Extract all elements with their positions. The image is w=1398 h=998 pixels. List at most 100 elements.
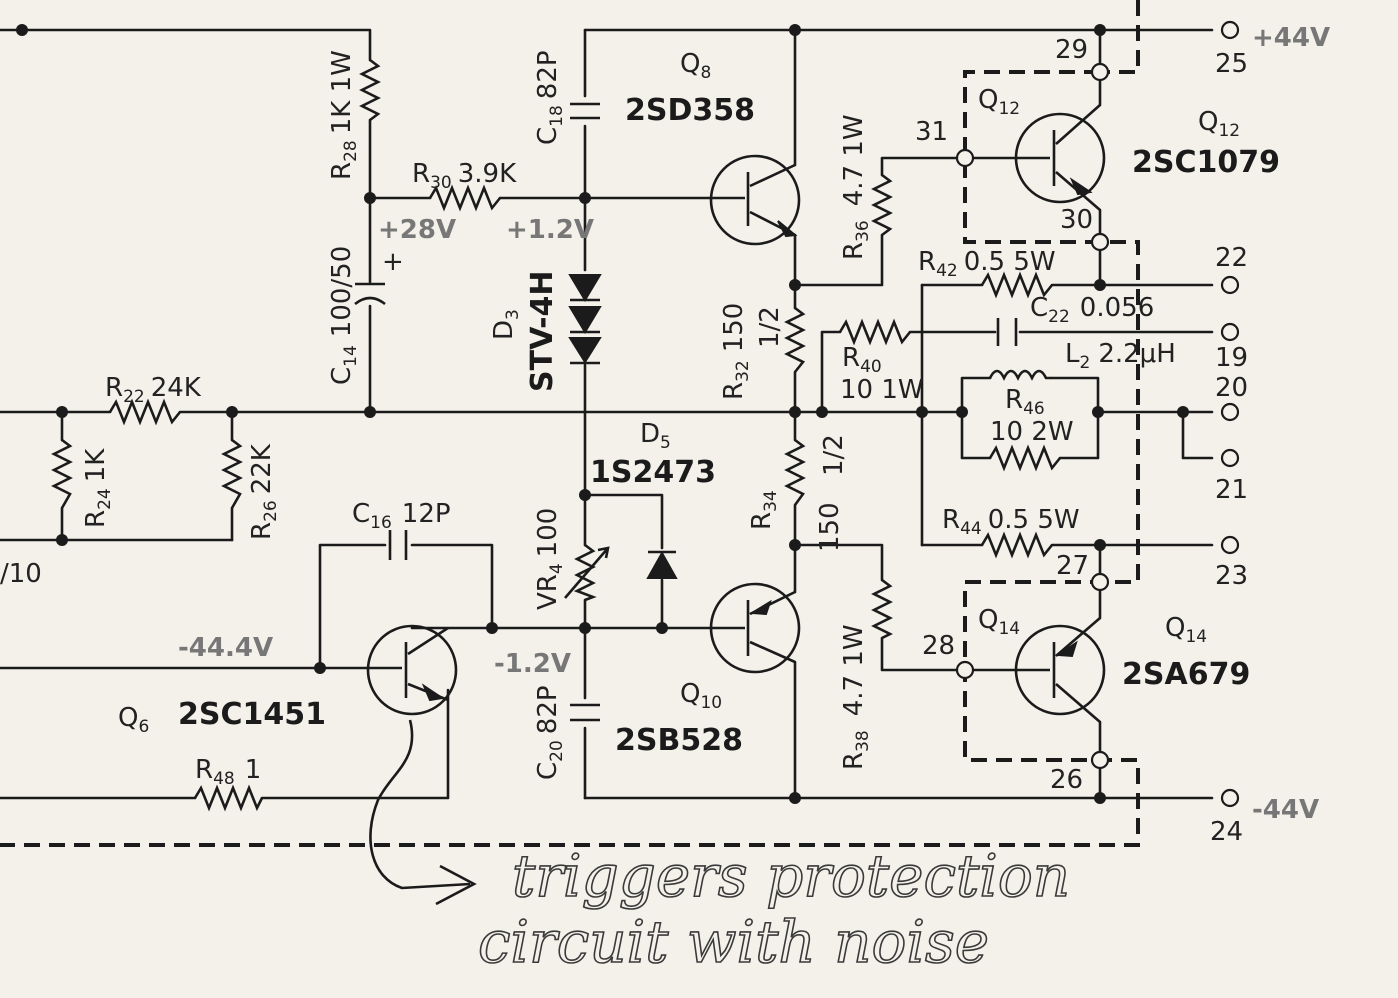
r34-value: 150 — [815, 502, 845, 552]
r34-watt: 1/2 — [819, 434, 849, 476]
r30-symbol — [428, 184, 502, 212]
transistor-labels: Q8 2SD358 Q10 2SB528 Q12 Q12 2SC1079 Q14… — [118, 49, 1280, 758]
r26-label: R2622K — [247, 443, 281, 540]
c18-label: C1882P — [533, 50, 567, 145]
terminal-21: 21 — [1215, 475, 1248, 505]
annotation-line-2: circuit with noise — [478, 908, 989, 976]
rail-labels: +44V -44V — [1252, 23, 1330, 825]
v44-4n-label: -44.4V — [178, 633, 273, 663]
r24-symbol — [51, 438, 73, 509]
r40-name: R40 — [842, 343, 882, 377]
node-28: 28 — [922, 631, 955, 661]
r40-value: 10 1W — [840, 375, 924, 405]
node-29: 29 — [1055, 35, 1088, 65]
q12-transistor-symbol — [965, 104, 1106, 211]
terminal-23: 23 — [1215, 561, 1248, 591]
c14-symbol — [354, 282, 386, 306]
d5-name: D5 — [640, 419, 671, 453]
q12-part: 2SC1079 — [1132, 145, 1280, 180]
r36-symbol — [871, 173, 893, 237]
node-31: 31 — [915, 117, 948, 147]
terminal-22: 22 — [1215, 243, 1248, 273]
r42-symbol — [980, 271, 1054, 299]
q6-label: Q6 — [118, 703, 149, 737]
c22-symbol — [996, 318, 1018, 346]
q6-transistor-symbol — [366, 624, 458, 716]
q8-transistor-symbol — [709, 154, 801, 246]
r34-label: R34 — [747, 490, 781, 530]
l2-inductor-symbol — [988, 369, 1052, 381]
c18-symbol — [570, 102, 600, 120]
r28-label: R281K 1W — [327, 50, 361, 180]
r48-symbol — [193, 784, 264, 812]
q8-label: Q8 — [680, 49, 711, 83]
d5-part: 1S2473 — [590, 455, 716, 490]
vr4-symbol — [573, 543, 597, 602]
q8-part: 2SD358 — [625, 93, 755, 128]
terminal-20: 20 — [1215, 373, 1248, 403]
junction-dots — [16, 24, 1189, 804]
r38-symbol — [871, 578, 893, 640]
q10-label: Q10 — [680, 679, 722, 713]
q14-transistor-symbol — [965, 617, 1106, 723]
d3-name: D3 — [489, 309, 523, 340]
v1-2p-label: +1.2V — [506, 215, 594, 245]
terminal-24: 24 — [1210, 817, 1243, 847]
q14-part: 2SA679 — [1122, 657, 1250, 692]
d3-diode-stack — [568, 274, 602, 365]
r26-symbol — [221, 438, 243, 509]
r34-symbol — [784, 438, 806, 506]
r36-label: R364.7 1W — [839, 114, 873, 260]
node-26: 26 — [1050, 765, 1083, 795]
q14-box-label: Q14 — [978, 605, 1020, 639]
q10-transistor-symbol — [709, 582, 801, 674]
vr4-arrow — [564, 546, 610, 599]
c20-label: C2082P — [533, 685, 567, 780]
q14-label: Q14 — [1165, 613, 1207, 647]
r22-symbol — [108, 398, 182, 426]
r32-label: R32150 — [719, 303, 753, 400]
annotation-arrow-stroke — [369, 719, 471, 890]
q6-part: 2SC1451 — [178, 697, 326, 732]
c20-symbol — [570, 703, 600, 722]
c16-symbol — [388, 530, 408, 560]
node-30: 30 — [1060, 205, 1093, 235]
q12-box-label: Q12 — [978, 85, 1020, 119]
neg-rail-label: -44V — [1252, 795, 1319, 825]
v1-2n-label: -1.2V — [494, 649, 571, 679]
r44-symbol — [980, 531, 1054, 559]
v28-label: +28V — [378, 215, 456, 245]
capacitor-symbols — [354, 102, 1018, 722]
wires — [0, 28, 1214, 800]
terminal-25: 25 — [1215, 49, 1248, 79]
output-module-boundary — [0, 0, 1140, 847]
q12-label: Q12 — [1198, 107, 1240, 141]
r46-name: R46 — [1005, 385, 1045, 419]
pos-rail-label: +44V — [1252, 23, 1330, 53]
r38-label: R384.7 1W — [839, 624, 873, 770]
annotation-arrow-head — [435, 864, 477, 906]
r46-value: 10 2W — [990, 417, 1074, 447]
r28-symbol — [359, 58, 381, 122]
r24-label: R241K — [81, 448, 115, 528]
c14-label: C14100/50 — [327, 246, 361, 385]
node-27: 27 — [1056, 551, 1089, 581]
r40-symbol — [838, 318, 912, 346]
resistor-symbols — [51, 58, 1062, 812]
vr4-label: VR4100 — [533, 508, 567, 610]
terminal-19: 19 — [1215, 343, 1248, 373]
terminal-labels: 25 22 19 20 21 23 24 29 30 31 27 28 26 — [915, 35, 1248, 847]
